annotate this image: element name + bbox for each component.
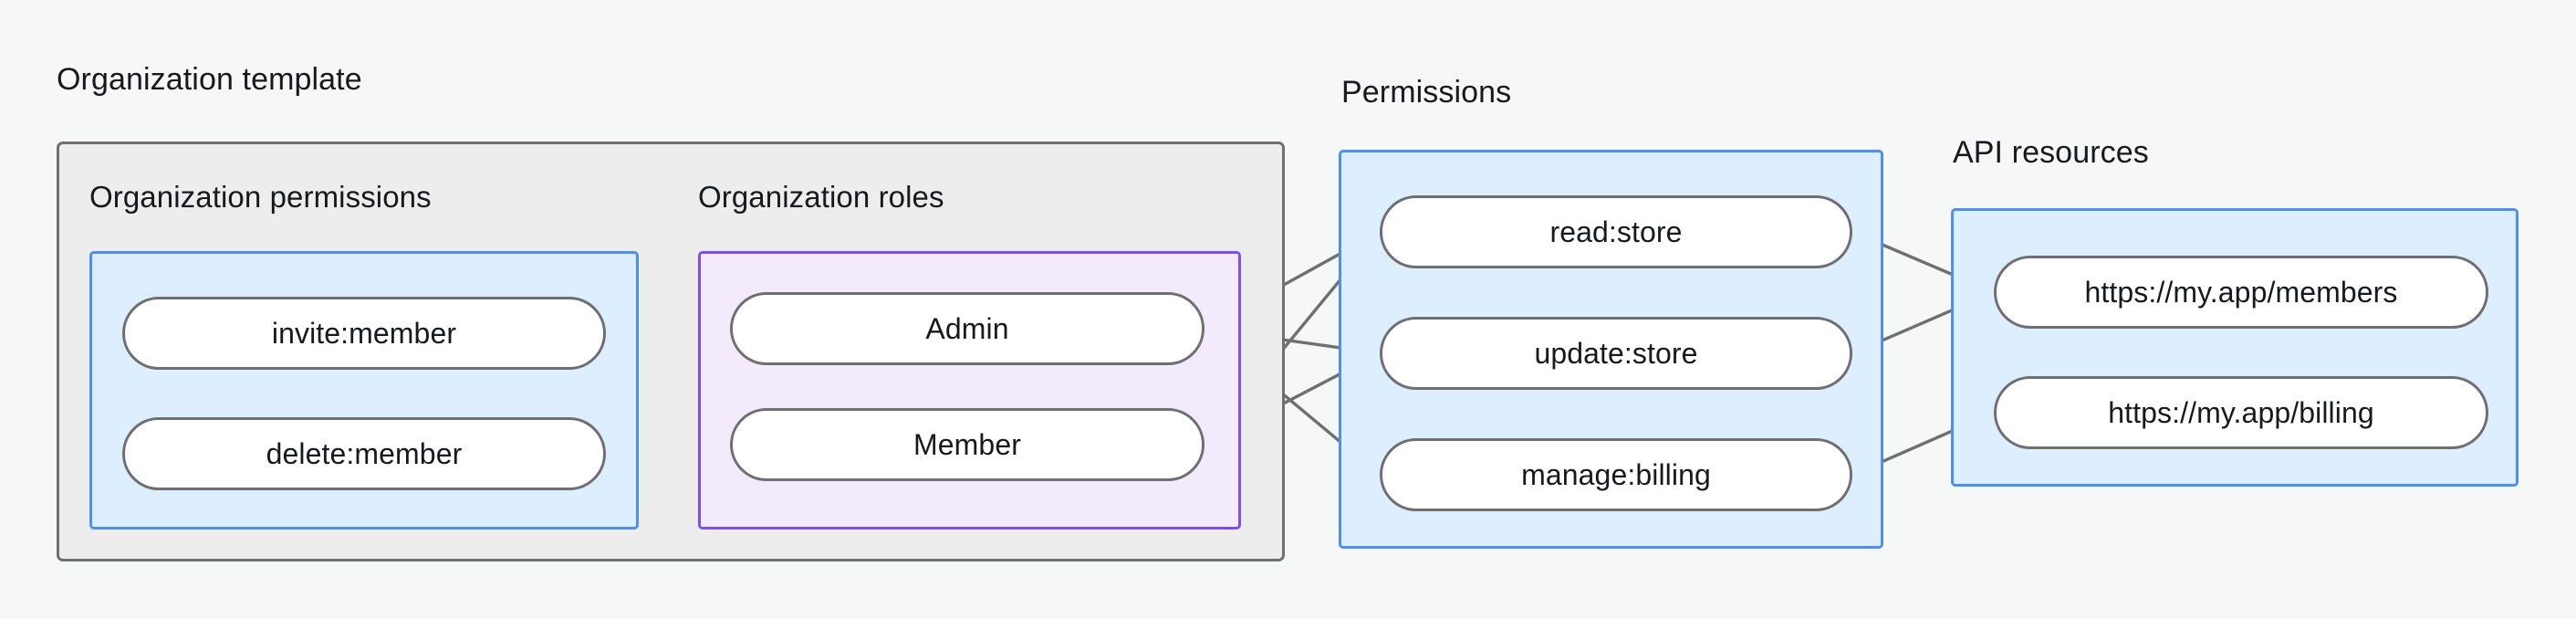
node-member[interactable]: Member xyxy=(730,408,1205,481)
node-members-url[interactable]: https://my.app/members xyxy=(1994,256,2488,329)
node-manage-billing[interactable]: manage:billing xyxy=(1380,438,1852,511)
node-update-store[interactable]: update:store xyxy=(1380,317,1852,390)
node-admin[interactable]: Admin xyxy=(730,292,1205,365)
organization-template-title: Organization template xyxy=(57,62,362,97)
permissions-title: Permissions xyxy=(1341,75,1512,110)
api-resources-title: API resources xyxy=(1953,135,2149,170)
node-read-store[interactable]: read:store xyxy=(1380,195,1852,268)
node-invite-member[interactable]: invite:member xyxy=(122,297,606,370)
organization-roles-title: Organization roles xyxy=(698,180,944,214)
organization-permissions-title: Organization permissions xyxy=(89,180,432,214)
node-billing-url[interactable]: https://my.app/billing xyxy=(1994,376,2488,449)
node-delete-member[interactable]: delete:member xyxy=(122,417,606,490)
